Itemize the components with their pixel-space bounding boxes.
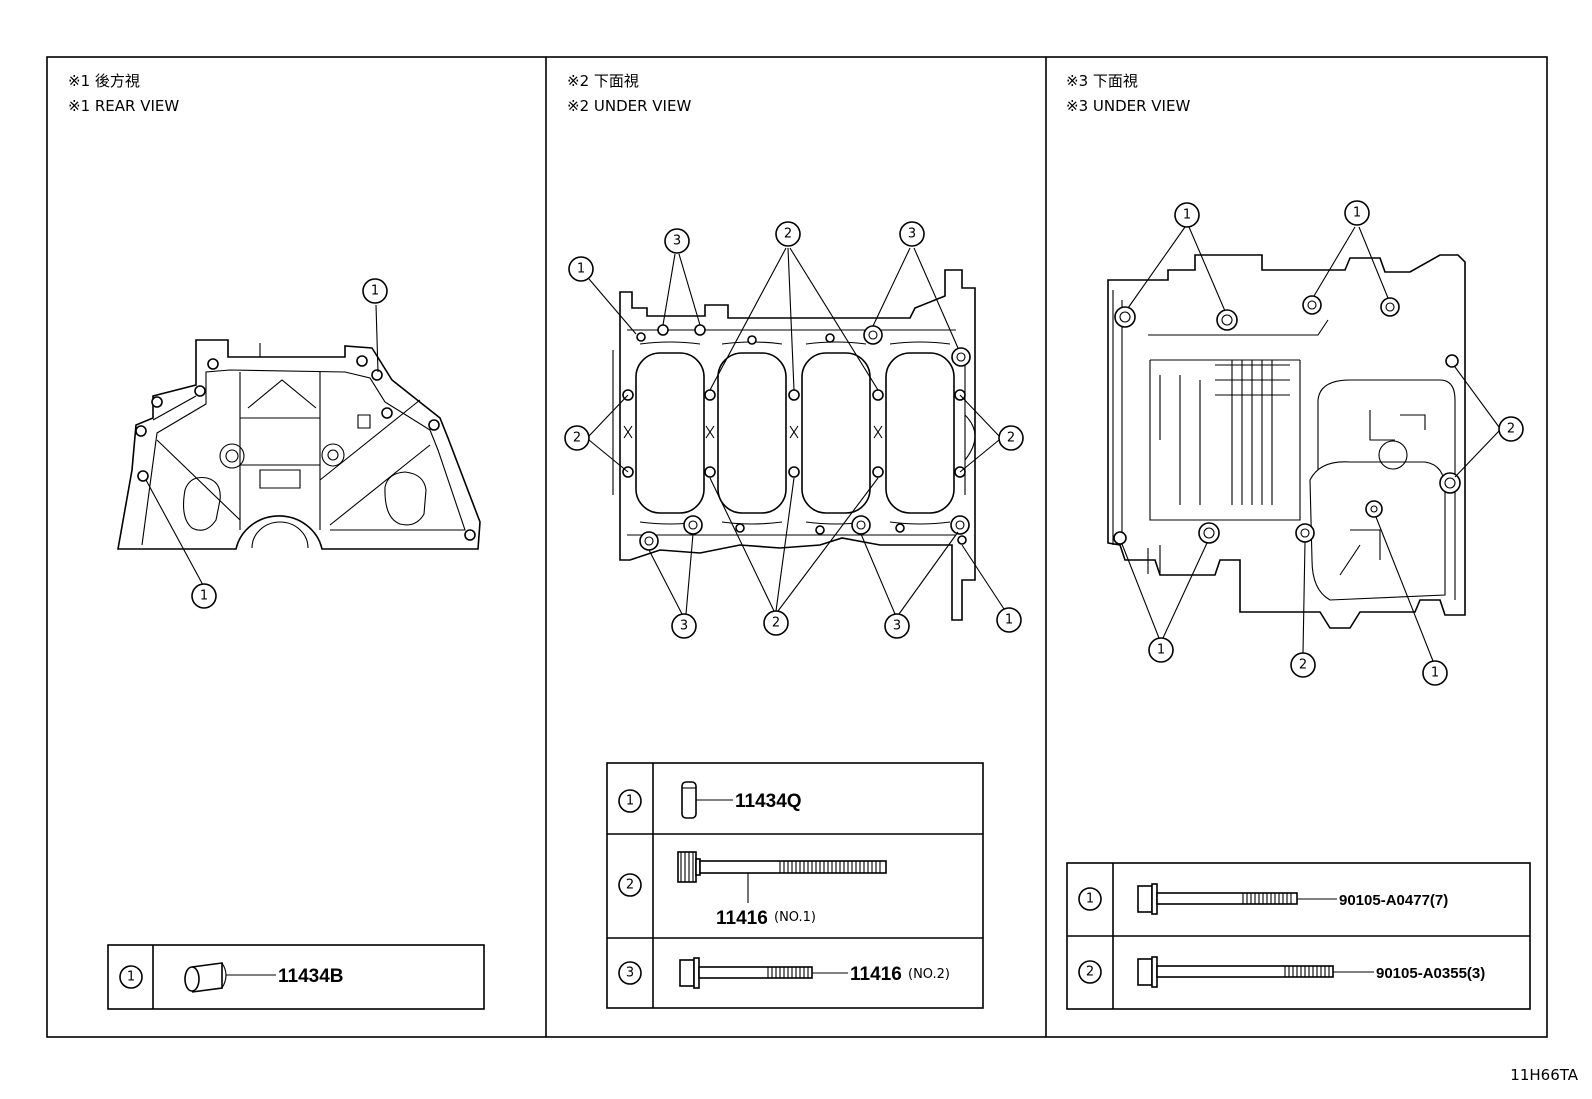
part-number: 90105-A0477(7) [1339, 892, 1448, 909]
callout-marker: 1 [1431, 666, 1439, 681]
callout-marker: 3 [893, 619, 901, 634]
lower-block-leader-lines [1121, 226, 1500, 662]
panel2-heading-en: ※2 UNDER VIEW [567, 97, 691, 115]
callout-marker: 1 [1353, 206, 1361, 221]
dowel-pin-icon [681, 781, 697, 819]
callout-marker: 2 [1007, 431, 1015, 446]
callout-marker: 2 [772, 616, 780, 631]
lower-block-parts-legend: 1 90105-A0477(7) 2 90105-A0355(3) [1066, 862, 1531, 1010]
panel2-heading-jp: ※2 下面視 [567, 72, 639, 90]
rear-view-block-drawing [117, 304, 481, 586]
callout-marker: 3 [908, 227, 916, 242]
part-number: 11416 [716, 908, 768, 929]
legend-callout: 1 [1086, 892, 1094, 907]
under-view-callouts: 1 3 2 3 2 2 3 2 3 1 [564, 221, 1024, 639]
main-bearing-bolt-icon [677, 851, 887, 883]
part-note: (NO.2) [908, 967, 950, 982]
dowel-pin-icon [184, 962, 227, 993]
callout-marker: 2 [784, 227, 792, 242]
illustration-code: 11H66TA [1510, 1066, 1578, 1084]
flange-bolt-icon [1137, 956, 1334, 988]
callout-marker: 3 [673, 234, 681, 249]
diagram-frame [46, 56, 1548, 1038]
legend-callout: 3 [626, 966, 634, 981]
callout-marker: 1 [577, 262, 585, 277]
callout-marker: 1 [1183, 208, 1191, 223]
callout-marker: 1 [200, 589, 208, 604]
lower-block-callouts: 1 1 2 1 2 1 [1148, 200, 1524, 686]
panel3-heading-jp: ※3 下面視 [1066, 72, 1138, 90]
part-number: 90105-A0355(3) [1376, 965, 1485, 982]
callout-marker: 1 [371, 284, 379, 299]
callout-marker: 1 [1157, 643, 1165, 658]
part-number: 11416 [850, 964, 902, 985]
part-number: 11434B [278, 966, 344, 987]
legend-callout: 1 [127, 970, 135, 985]
callout-marker: 1 [1005, 613, 1013, 628]
legend-callout: 2 [626, 878, 634, 893]
part-note: (NO.1) [774, 910, 816, 925]
panel1-heading-en: ※1 REAR VIEW [68, 97, 179, 115]
under-view-cylinder-block-drawing [612, 269, 976, 621]
under-view-lower-block-drawing [1107, 254, 1466, 629]
panel1-heading-jp: ※1 後方視 [68, 72, 140, 90]
flange-bolt-icon [1137, 883, 1298, 915]
panel3-heading-en: ※3 UNDER VIEW [1066, 97, 1190, 115]
flange-bolt-icon [679, 957, 813, 989]
part-number: 11434Q [735, 791, 802, 812]
rear-view-parts-legend: 1 11434B [107, 944, 485, 1010]
under-view-parts-legend: 1 11434Q 2 11416 (NO.1) 3 11416 (NO.2) [606, 762, 984, 1009]
rear-view-callouts: 1 1 [191, 278, 388, 609]
callout-marker: 3 [680, 619, 688, 634]
callout-marker: 2 [573, 431, 581, 446]
legend-callout: 2 [1086, 965, 1094, 980]
callout-marker: 2 [1299, 658, 1307, 673]
under-view-leader-lines [588, 247, 1005, 615]
legend-callout: 1 [626, 794, 634, 809]
callout-marker: 2 [1507, 422, 1515, 437]
